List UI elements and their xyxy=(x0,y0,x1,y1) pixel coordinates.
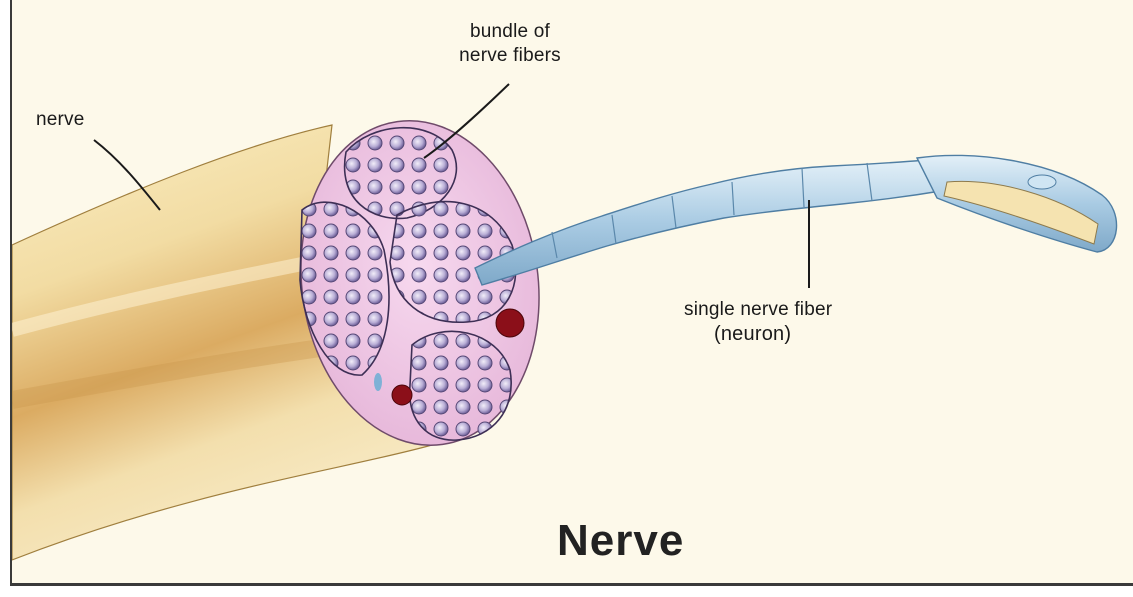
neuron xyxy=(475,155,1117,285)
label-fiber-line2: (neuron) xyxy=(684,322,832,346)
label-single-nerve-fiber: single nerve fiber (neuron) xyxy=(684,298,832,346)
diagram-title: Nerve xyxy=(557,516,684,566)
nerve-illustration xyxy=(12,0,1133,586)
label-fiber-line1: single nerve fiber xyxy=(684,298,832,322)
label-bundle-line2: nerve fibers xyxy=(430,44,590,68)
diagram-frame: nerve bundle of nerve fibers single nerv… xyxy=(10,0,1133,586)
label-nerve: nerve xyxy=(36,108,85,132)
bundle-bottom xyxy=(410,331,511,440)
label-bundle-of-nerve-fibers: bundle of nerve fibers xyxy=(430,20,590,68)
label-bundle-line1: bundle of xyxy=(430,20,590,44)
